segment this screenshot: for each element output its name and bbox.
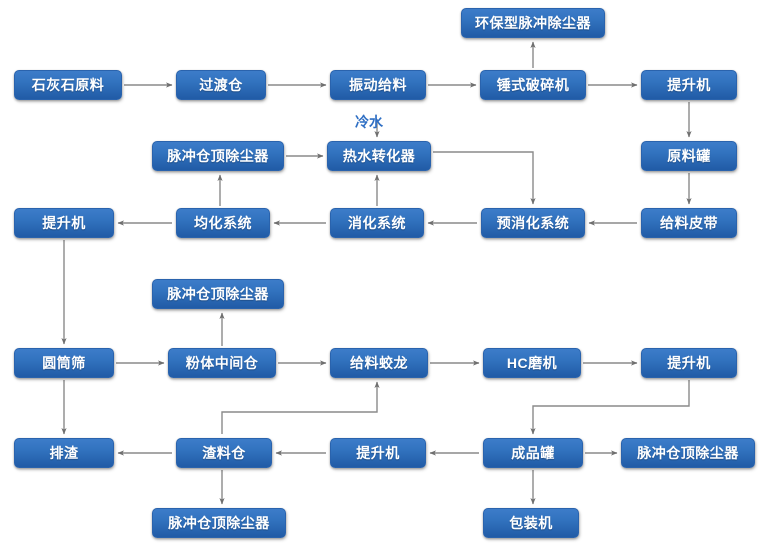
- edge-elevator3-to-producttank: [530, 380, 690, 435]
- node-screw-feeder[interactable]: 给料蛟龙: [330, 348, 428, 378]
- node-label: 消化系统: [348, 215, 406, 231]
- node-label: 渣料仓: [202, 445, 246, 461]
- node-packing-machine[interactable]: 包装机: [483, 508, 579, 538]
- node-label: 提升机: [667, 355, 711, 371]
- node-label: 过渡仓: [199, 77, 243, 93]
- node-elevator-2[interactable]: 提升机: [14, 208, 114, 238]
- node-elevator-1[interactable]: 提升机: [641, 70, 737, 100]
- node-label: 振动给料: [349, 77, 407, 93]
- node-limestone-raw-material[interactable]: 石灰石原料: [14, 70, 122, 100]
- node-slag-bin[interactable]: 渣料仓: [176, 438, 272, 468]
- node-homogenizing-system[interactable]: 均化系统: [176, 208, 270, 238]
- node-hot-water-converter[interactable]: 热水转化器: [327, 141, 431, 171]
- node-raw-material-tank[interactable]: 原料罐: [641, 141, 737, 171]
- node-label: 给料皮带: [660, 215, 718, 231]
- node-vibrating-feeder[interactable]: 振动给料: [330, 70, 426, 100]
- edge-hotwater-to-predigest: [433, 151, 536, 205]
- node-pulse-bin-top-dust-collector-a[interactable]: 脉冲仓顶除尘器: [152, 141, 284, 171]
- node-pre-digestion-system[interactable]: 预消化系统: [481, 208, 585, 238]
- node-feeding-belt[interactable]: 给料皮带: [641, 208, 737, 238]
- node-label: 环保型脉冲除尘器: [475, 15, 591, 31]
- node-label: 成品罐: [511, 445, 555, 461]
- edge-slagbin-to-screwfeeder: [221, 381, 380, 434]
- node-label: 提升机: [42, 215, 86, 231]
- node-elevator-3[interactable]: 提升机: [641, 348, 737, 378]
- node-hc-mill[interactable]: HC磨机: [483, 348, 581, 378]
- node-pulse-bin-top-dust-collector-b[interactable]: 脉冲仓顶除尘器: [152, 279, 284, 309]
- node-drum-screen[interactable]: 圆筒筛: [14, 348, 114, 378]
- node-label: 包装机: [509, 515, 553, 531]
- node-label: 热水转化器: [342, 148, 416, 164]
- node-pulse-bin-top-dust-collector-d[interactable]: 脉冲仓顶除尘器: [621, 438, 755, 468]
- node-elevator-4[interactable]: 提升机: [330, 438, 426, 468]
- node-label: 石灰石原料: [31, 77, 105, 93]
- node-eco-pulse-dust-collector[interactable]: 环保型脉冲除尘器: [461, 8, 605, 38]
- node-label: 脉冲仓顶除尘器: [167, 148, 269, 164]
- node-label: 提升机: [356, 445, 400, 461]
- node-label: 圆筒筛: [42, 355, 86, 371]
- node-label: 原料罐: [667, 148, 711, 164]
- node-label: 均化系统: [194, 215, 252, 231]
- node-powder-intermediate-bin[interactable]: 粉体中间仓: [168, 348, 276, 378]
- node-label: HC磨机: [506, 355, 558, 371]
- label-cold-water: 冷水: [355, 114, 383, 130]
- node-label: 粉体中间仓: [185, 355, 259, 371]
- node-label: 排渣: [49, 445, 79, 461]
- node-label: 脉冲仓顶除尘器: [168, 515, 270, 531]
- node-transition-bin[interactable]: 过渡仓: [176, 70, 266, 100]
- node-label: 预消化系统: [496, 215, 570, 231]
- node-pulse-bin-top-dust-collector-c[interactable]: 脉冲仓顶除尘器: [152, 508, 286, 538]
- node-label: 脉冲仓顶除尘器: [637, 445, 739, 461]
- node-label: 锤式破碎机: [496, 77, 570, 93]
- node-label: 给料蛟龙: [350, 355, 408, 371]
- node-label: 脉冲仓顶除尘器: [167, 286, 269, 302]
- node-hammer-crusher[interactable]: 锤式破碎机: [480, 70, 586, 100]
- node-slag-discharge[interactable]: 排渣: [14, 438, 114, 468]
- node-label: 提升机: [667, 77, 711, 93]
- node-digestion-system[interactable]: 消化系统: [330, 208, 424, 238]
- node-finished-product-tank[interactable]: 成品罐: [483, 438, 583, 468]
